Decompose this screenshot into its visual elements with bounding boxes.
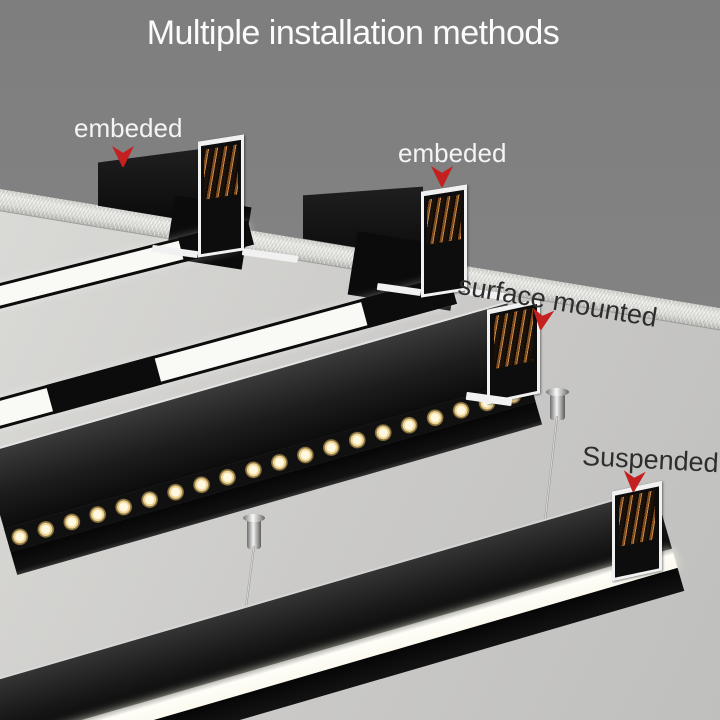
track-cross-section-embedded-1 xyxy=(198,134,244,258)
canopy-cap xyxy=(243,514,265,522)
canopy-cap xyxy=(546,388,569,396)
page-title: Multiple installation methods xyxy=(146,14,560,52)
copper-conductors xyxy=(493,308,534,369)
track-cross-section-surface-mounted xyxy=(487,298,540,405)
label-embedded-2: embeded xyxy=(398,138,507,168)
arrow-down-icon xyxy=(431,166,453,187)
label-embedded-1: embeded xyxy=(74,113,183,143)
copper-conductors xyxy=(618,490,656,548)
ceiling-canopy-1 xyxy=(546,388,569,420)
copper-conductors xyxy=(204,144,238,200)
copper-conductors xyxy=(427,194,461,245)
track-cross-section-suspended xyxy=(612,480,662,582)
ceiling-canopy-2 xyxy=(243,514,265,549)
